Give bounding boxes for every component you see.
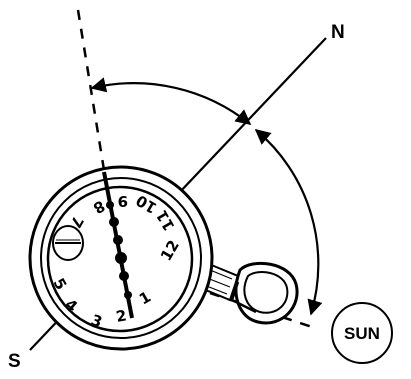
sun-label: SUN — [344, 324, 380, 343]
dashed-reference-line-upper — [76, 9, 106, 171]
watch-subdial — [52, 225, 84, 261]
numeral-2: 2 — [115, 306, 128, 326]
numeral-9: 9 — [118, 192, 128, 210]
angle-arc-lower — [254, 129, 323, 316]
south-label: S — [8, 351, 21, 372]
strap-buckle — [230, 261, 299, 325]
sun-circle — [331, 302, 393, 364]
angle-arc-upper — [90, 77, 252, 125]
north-label: N — [331, 22, 345, 43]
hour-hand — [102, 171, 134, 319]
